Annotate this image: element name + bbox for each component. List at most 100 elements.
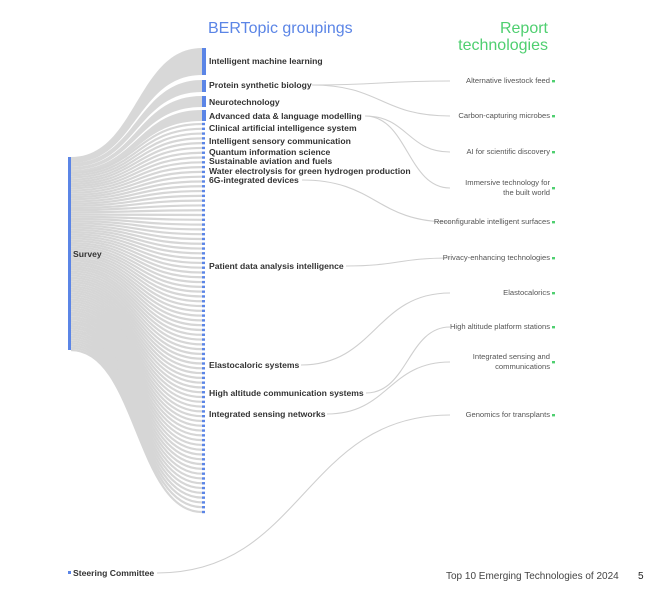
grouping-node [202, 410, 205, 413]
flow-link [70, 146, 203, 186]
grouping-node [202, 156, 205, 159]
link-protein-synthetic-biology-to-carbon-capturing-microbes [311, 84, 451, 117]
grouping-node [202, 362, 205, 365]
page-number: 5 [638, 571, 644, 582]
grouping-node [202, 424, 205, 427]
flow-link [70, 228, 203, 250]
flow-link [70, 346, 203, 509]
grouping-node [202, 319, 205, 322]
grouping-node [202, 290, 205, 293]
grouping-node [202, 391, 205, 394]
grouping-node [202, 285, 205, 289]
flow-band-advanced-data [71, 110, 202, 173]
flow-link [70, 132, 203, 179]
flow-link [70, 219, 203, 231]
source-label-steering-committee: Steering Committee [73, 568, 155, 578]
report-heading-line2: technologies [458, 37, 548, 54]
grouping-node [202, 386, 205, 389]
technology-label-carbon-capturing-microbes: Carbon-capturing microbes [458, 111, 550, 121]
grouping-node [202, 472, 205, 475]
grouping-node [202, 467, 205, 471]
flow-link [70, 235, 203, 265]
flow-link [70, 292, 203, 389]
technology-label-line: the built world [503, 188, 550, 197]
grouping-node [202, 314, 205, 317]
grouping-node [202, 510, 205, 514]
technology-label-line: Alternative livestock feed [466, 76, 550, 85]
technology-label-privacy-enhancing-technologies: Privacy-enhancing technologies [443, 253, 550, 263]
flow-link [70, 215, 203, 221]
technology-label-line: Elastocalorics [503, 288, 550, 297]
grouping-node [202, 343, 205, 346]
grouping-node [202, 189, 205, 193]
grouping-node [202, 438, 205, 442]
grouping-node [202, 247, 205, 250]
technology-node [552, 221, 555, 224]
flow-link [70, 283, 203, 370]
technology-node [552, 80, 555, 83]
flow-link [70, 254, 203, 308]
flow-link [70, 285, 203, 375]
flow-link [70, 209, 203, 214]
flow-link [70, 224, 203, 241]
technology-label-ai-for-scientific-discovery: AI for scientific discovery [466, 147, 550, 157]
technology-label-reconfigurable-intelligent-surfaces: Reconfigurable intelligent surfaces [434, 217, 550, 227]
grouping-node [202, 419, 205, 423]
link-elastocaloric-systems-to-elastocalorics [300, 292, 451, 366]
flow-link [70, 333, 203, 480]
grouping-node [202, 141, 205, 145]
grouping-node [202, 347, 205, 351]
flow-link [70, 244, 203, 284]
grouping-label-patient-data-analysis-intelligence: Patient data analysis intelligence [209, 261, 344, 271]
grouping-label-protein-synthetic-biology: Protein synthetic biology [209, 80, 312, 90]
flow-link [70, 217, 203, 226]
grouping-node [202, 400, 205, 404]
flow-band-protein-synthetic-biology [71, 80, 202, 167]
grouping-node [202, 323, 205, 327]
technology-label-line: Carbon-capturing microbes [458, 111, 550, 120]
flow-link [70, 180, 203, 201]
grouping-node [202, 256, 205, 260]
footer-text: Top 10 Emerging Technologies of 2024 [446, 571, 619, 582]
grouping-node [202, 261, 205, 265]
flow-link [70, 137, 203, 181]
flow-link [70, 194, 203, 207]
grouping-node [202, 146, 205, 150]
flow-link [70, 166, 203, 194]
flow-link [70, 337, 203, 490]
grouping-node [202, 328, 205, 332]
flow-link [70, 272, 203, 346]
flow-link [70, 322, 203, 456]
flow-link [70, 127, 203, 177]
flow-link [70, 268, 203, 336]
grouping-node [202, 223, 205, 226]
technology-label-line: High altitude platform stations [449, 322, 550, 331]
grouping-label-advanced-data-language-modelling: Advanced data & language modelling [209, 111, 362, 121]
flow-link [70, 303, 203, 413]
link-protein-synthetic-biology-to-alternative-livestock-feed [311, 80, 451, 86]
flow-link [70, 278, 203, 360]
flow-link [70, 250, 203, 298]
grouping-node [202, 237, 205, 241]
technology-label-genomics-for-transplants: Genomics for transplants [466, 410, 550, 420]
technology-label-line: Integrated sensing and [472, 352, 550, 361]
grouping-node [202, 333, 205, 336]
grouping-node [202, 381, 205, 384]
flow-link [70, 348, 203, 514]
grouping-node [202, 448, 205, 451]
grouping-node [202, 199, 205, 202]
grouping-node [202, 213, 205, 217]
technology-node [552, 361, 555, 364]
technology-node [552, 414, 555, 417]
technology-label-line: Privacy-enhancing technologies [442, 253, 550, 262]
technology-label-elastocalorics: Elastocalorics [503, 288, 550, 298]
grouping-node [202, 228, 205, 231]
grouping-node [202, 122, 205, 126]
flow-link [70, 329, 203, 470]
technology-node [552, 151, 555, 154]
grouping-node [202, 477, 205, 480]
flow-link [70, 222, 203, 236]
